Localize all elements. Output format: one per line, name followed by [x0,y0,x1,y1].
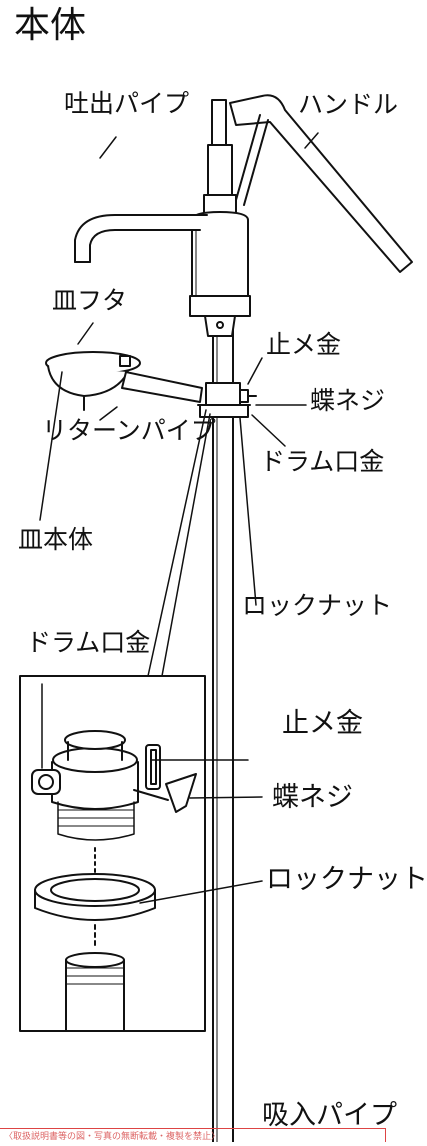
handle-shape [229,94,413,273]
label-wing-screw: 蝶ネジ [310,386,386,415]
label-suction-pipe: 吸入パイプ [262,1100,397,1131]
inset-lock-nut [34,873,156,946]
pump-head-shape [189,99,251,337]
label-discharge-pipe: 吐出パイプ [64,89,190,118]
discharge-pipe-shape [74,214,208,263]
label-dish-lid: 皿フタ [52,286,128,315]
label-drum-fitting-detail: ドラム口金 [26,628,151,657]
suction-pipe-shape [212,329,234,1143]
inset-wing-screw [133,773,197,813]
label-wing-screw-detail: 蝶ネジ [272,782,353,813]
label-return-pipe: リターンパイプ [42,416,216,445]
detail-callout-lines [147,409,211,677]
inset-suction-pipe [65,847,125,1031]
inset-drum-fitting [31,730,139,841]
dish-shape [45,351,203,411]
page-title: 本体 [14,5,87,46]
leader-lines [39,132,319,904]
drum-fitting-shape [197,382,257,418]
inset-stop-fitting [145,744,161,790]
footer-note: 〈取扱説明書等の図・写真の無断転載・複製を禁止〉 [0,1128,386,1142]
label-lock-nut: ロックナット [242,591,393,620]
label-dish-body: 皿本体 [18,525,94,554]
label-stop-fitting-detail: 止メ金 [282,708,363,739]
label-drum-fitting: ドラム口金 [260,447,385,476]
detail-inset-frame [19,675,206,1032]
label-stop-fitting: 止メ金 [266,330,342,359]
label-lock-nut-detail: ロックナット [266,864,427,895]
label-handle: ハンドル [298,90,399,119]
footer-note-text: 〈取扱説明書等の図・写真の無断転載・複製を禁止〉 [4,1132,221,1142]
